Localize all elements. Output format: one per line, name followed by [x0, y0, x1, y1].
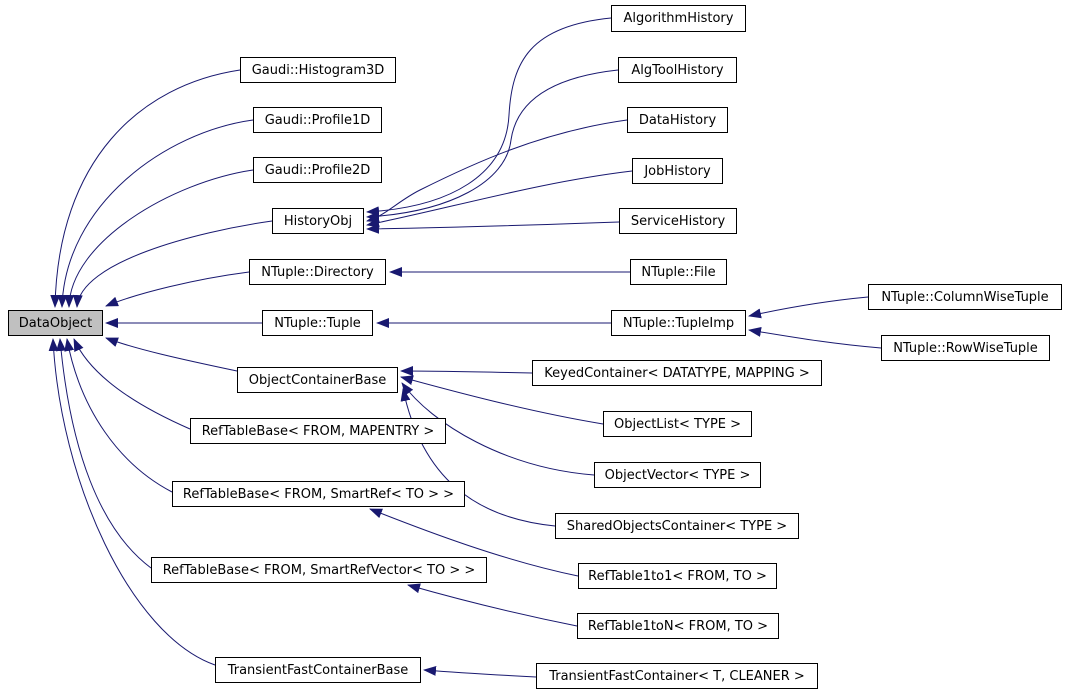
class-node-ntuple_tuple[interactable]: NTuple::Tuple: [262, 310, 373, 336]
class-node-reftable1to1[interactable]: RefTable1to1< FROM, TO >: [578, 563, 777, 589]
inheritance-edge-reftable1ton-to-reftablebase_smartrefvector: [407, 583, 578, 627]
class-node-algorithmhistory[interactable]: AlgorithmHistory: [611, 5, 746, 32]
class-node-ntuple_file[interactable]: NTuple::File: [630, 259, 727, 285]
inheritance-edge-historyobj-to-dataobject: [72, 220, 273, 308]
class-node-transientfastcontainerbase[interactable]: TransientFastContainerBase: [215, 657, 421, 683]
class-node-reftable1ton[interactable]: RefTable1toN< FROM, TO >: [577, 613, 779, 639]
inheritance-edge-algorithmhistory-to-historyobj: [366, 17, 612, 217]
class-node-algtoolhistory[interactable]: AlgToolHistory: [618, 57, 737, 83]
class-node-jobhistory[interactable]: JobHistory: [632, 158, 723, 184]
inheritance-edge-ntuple_directory-to-dataobject: [105, 271, 250, 307]
inheritance-edge-histogram3d-to-dataobject: [50, 69, 241, 308]
inheritance-edge-objectcontainerbase-to-dataobject: [105, 337, 238, 372]
class-node-historyobj[interactable]: HistoryObj: [272, 208, 364, 234]
inheritance-edge-ntuple_rowwisetuple-to-ntuple_tupleimp: [748, 326, 882, 349]
inheritance-edge-profile1d-to-dataobject: [57, 119, 254, 308]
class-node-servicehistory[interactable]: ServiceHistory: [619, 208, 737, 234]
class-node-profile1d[interactable]: Gaudi::Profile1D: [253, 107, 382, 133]
inheritance-edge-keyedcontainer-to-objectcontainerbase: [400, 366, 533, 377]
inheritance-edge-reftablebase_smartref-to-dataobject: [64, 338, 173, 493]
inheritance-edge-jobhistory-to-historyobj: [366, 170, 633, 228]
class-node-sharedobjectscontainer[interactable]: SharedObjectsContainer< TYPE >: [555, 513, 799, 539]
inheritance-edge-servicehistory-to-historyobj: [366, 221, 620, 234]
inheritance-edge-reftablebase_mapentry-to-dataobject: [73, 338, 191, 430]
inheritance-edge-transientfastcontainer-to-transientfastcontainerbase: [423, 665, 537, 678]
inheritance-edge-profile2d-to-dataobject: [64, 169, 254, 308]
class-node-objectcontainerbase[interactable]: ObjectContainerBase: [237, 367, 398, 393]
inheritance-edge-algtoolhistory-to-historyobj: [366, 69, 619, 222]
class-node-ntuple_rowwisetuple[interactable]: NTuple::RowWiseTuple: [881, 335, 1050, 361]
inheritance-edge-reftablebase_smartrefvector-to-dataobject: [56, 338, 152, 569]
class-node-reftablebase_mapentry[interactable]: RefTableBase< FROM, MAPENTRY >: [190, 418, 446, 444]
inheritance-edge-ntuple_columnwisetuple-to-ntuple_tupleimp: [748, 296, 869, 319]
class-node-objectlist[interactable]: ObjectList< TYPE >: [603, 411, 752, 437]
class-node-reftablebase_smartrefvector[interactable]: RefTableBase< FROM, SmartRefVector< TO >…: [151, 557, 487, 583]
class-node-keyedcontainer[interactable]: KeyedContainer< DATATYPE, MAPPING >: [532, 360, 822, 386]
class-node-ntuple_tupleimp[interactable]: NTuple::TupleImp: [611, 310, 746, 336]
class-node-datahistory[interactable]: DataHistory: [627, 107, 728, 133]
class-node-dataobject[interactable]: DataObject: [8, 310, 103, 336]
class-node-ntuple_directory[interactable]: NTuple::Directory: [249, 259, 386, 285]
class-node-transientfastcontainer[interactable]: TransientFastContainer< T, CLEANER >: [536, 663, 818, 689]
class-node-ntuple_columnwisetuple[interactable]: NTuple::ColumnWiseTuple: [868, 284, 1062, 310]
class-node-objectvector[interactable]: ObjectVector< TYPE >: [594, 462, 761, 488]
inheritance-edge-datahistory-to-historyobj: [366, 119, 628, 223]
class-node-reftablebase_smartref[interactable]: RefTableBase< FROM, SmartRef< TO > >: [172, 481, 465, 507]
class-node-profile2d[interactable]: Gaudi::Profile2D: [253, 157, 382, 183]
class-node-histogram3d[interactable]: Gaudi::Histogram3D: [240, 57, 396, 83]
